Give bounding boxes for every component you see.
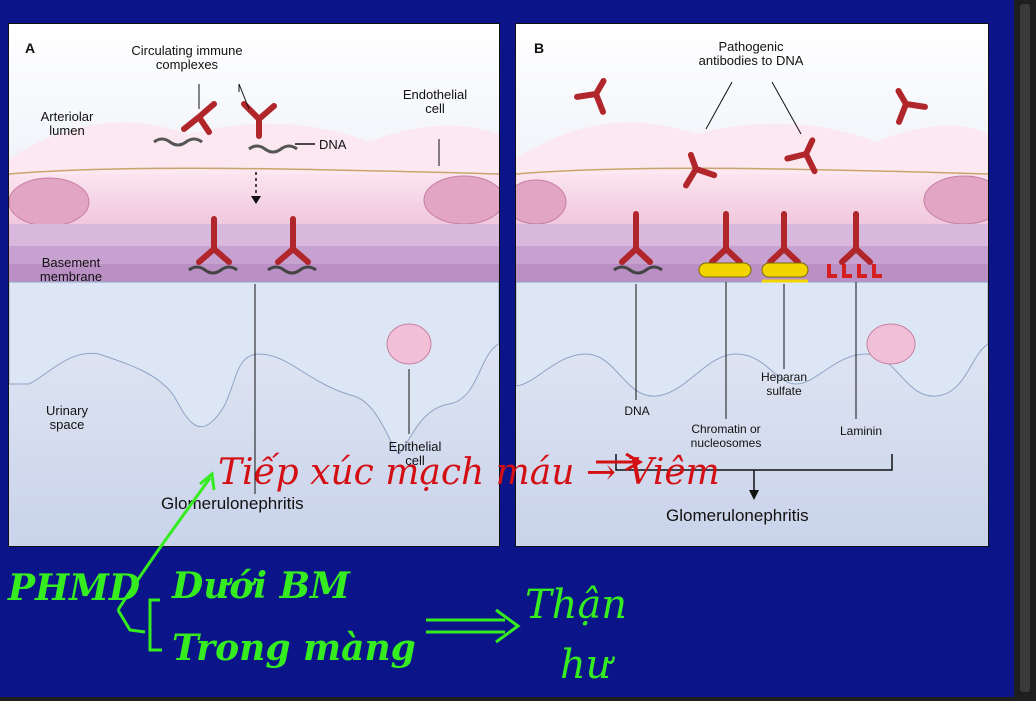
glomerulonephritis-label: Glomerulonephritis [666,506,809,525]
free-antibody [683,151,718,189]
deposited-complex [188,216,238,275]
antibody-on-heparan-sulfate [761,211,809,283]
panel-letter-a: A [25,40,36,56]
handwritten-annotations: Tiếp xúc mạch máu → Viêm PHMD Dưới BM Tr… [7,452,720,688]
basement-membrane [9,246,499,266]
panel-a-illustration [9,24,499,546]
green-double-arrow [426,618,505,634]
bottom-strip [0,697,1014,701]
endothelial-layer [516,174,988,226]
free-antibody [784,137,818,175]
epithelial-nucleus [866,323,916,365]
dna-label: DNA [624,404,650,418]
epithelial-nucleus [386,323,432,365]
dna-label: DNA [319,137,347,152]
scrollbar-thumb[interactable] [1020,4,1030,692]
green-note-than: Thận [525,582,627,628]
green-arrow-to-note [116,477,212,611]
immune-complex [241,101,298,154]
free-antibody [574,78,607,115]
green-note-duoi-bm: Dưới BM [171,565,351,607]
antibody-on-chromatin [698,211,752,278]
panel-b-illustration [516,24,988,546]
antibody-on-dna [613,211,663,275]
laminin-label: Laminin [839,424,883,438]
deposited-complex [267,216,317,275]
green-note-hu: hư [560,642,616,688]
green-brace [148,598,162,652]
epithelial-cells [516,281,988,397]
antibody-on-laminin [827,211,882,278]
free-antibody [895,88,928,125]
green-note-trong-mang: Trong màng [172,627,416,669]
epithelial-cells [9,281,499,455]
red-handwritten-note: Tiếp xúc mạch máu → Viêm [218,452,720,493]
green-note-phmd: PHMD [7,567,140,609]
panel-letter-b: B [534,40,545,56]
vertical-scrollbar[interactable] [1014,0,1036,701]
immune-complex [153,101,217,147]
